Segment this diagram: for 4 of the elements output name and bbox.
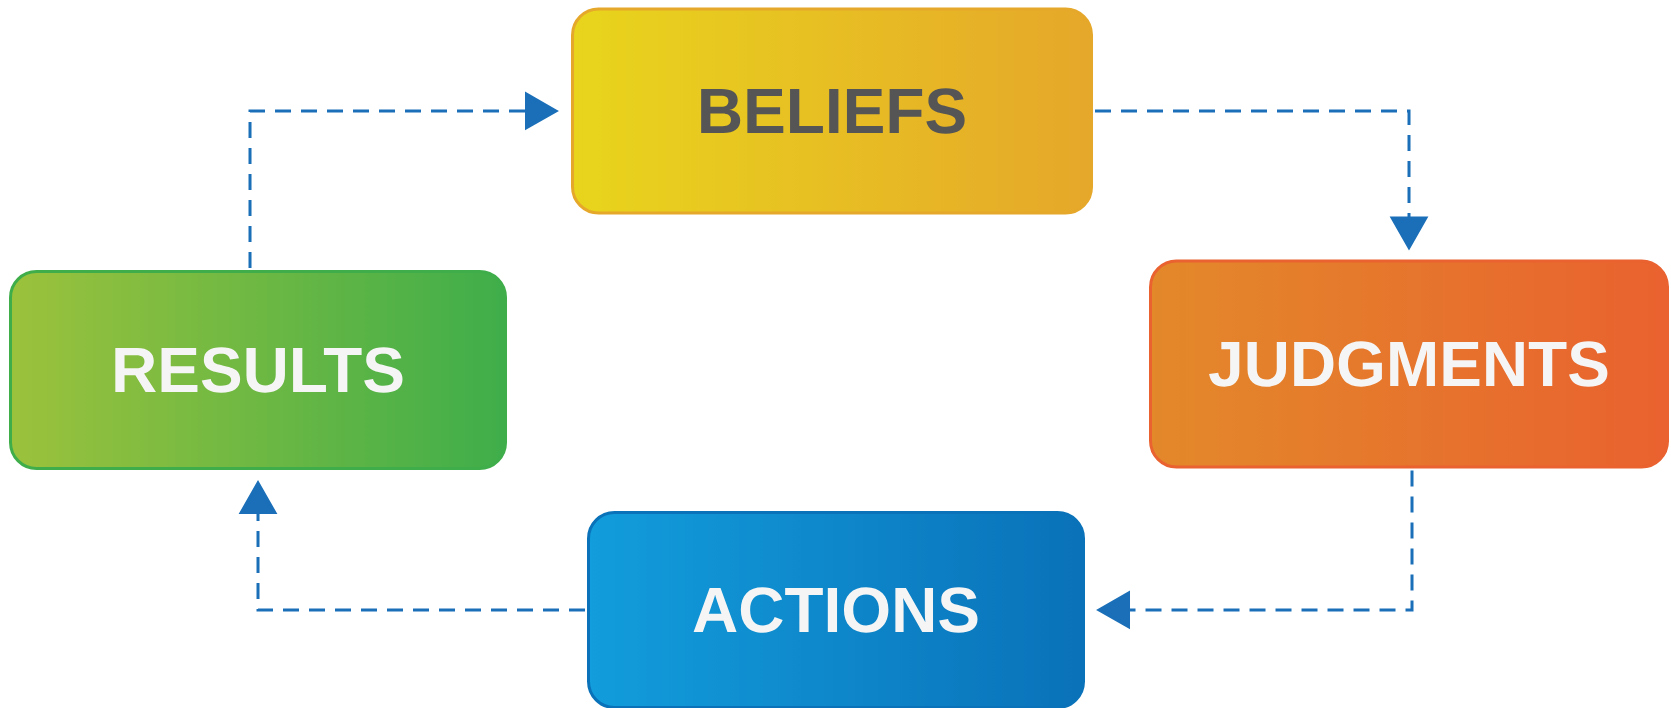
process-box: RESULTS: [9, 270, 507, 470]
process-box: ACTIONS: [587, 511, 1085, 708]
process-box: JUDGMENTS: [1149, 259, 1669, 469]
process-box: BELIEFS: [571, 7, 1093, 215]
